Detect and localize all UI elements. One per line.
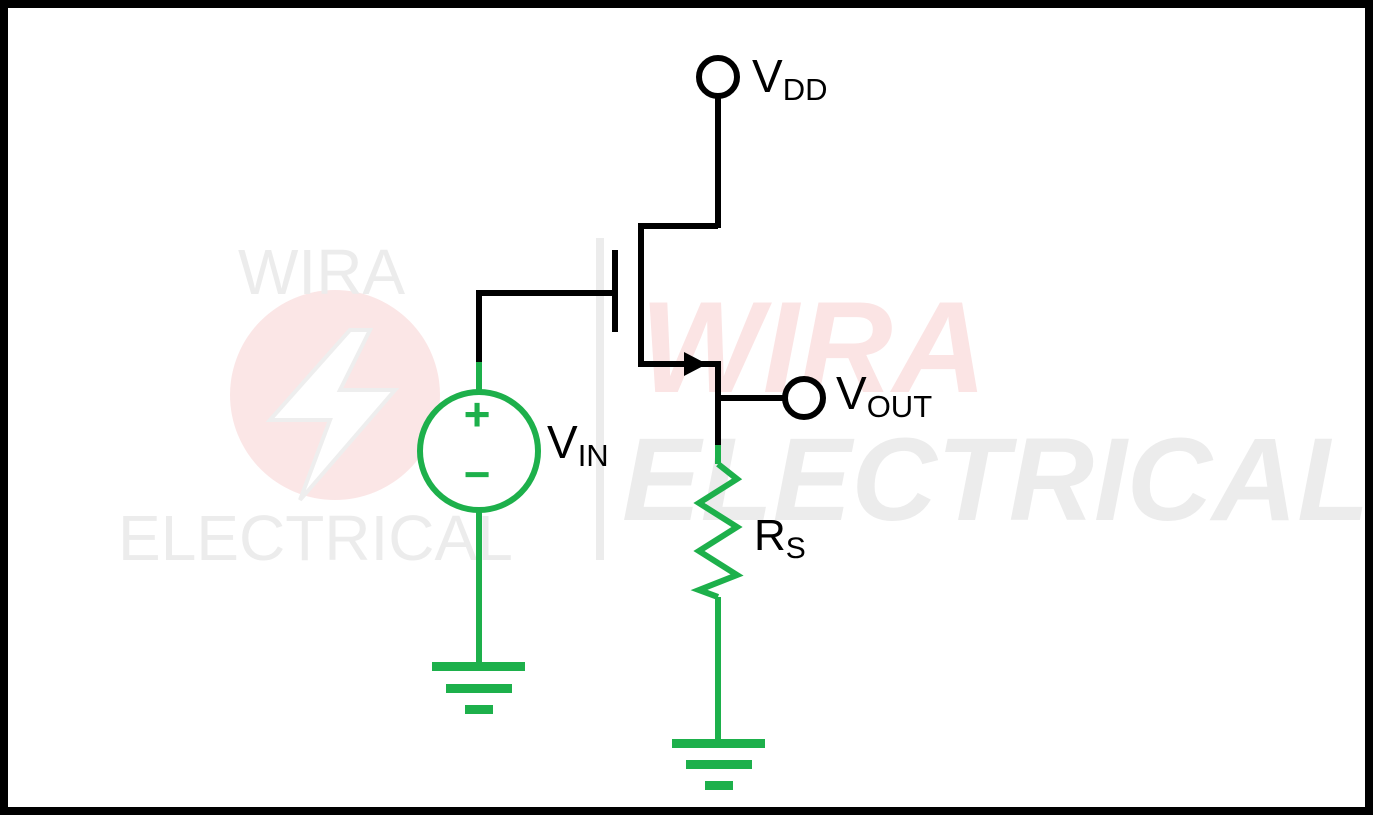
source-arrow-icon — [684, 352, 707, 376]
watermark-bolt-icon — [265, 328, 400, 502]
vin-minus-symbol: − — [464, 448, 491, 500]
vin-plus-symbol: + — [464, 388, 491, 440]
input-source — [417, 362, 541, 662]
vin-label-sub: IN — [578, 438, 609, 473]
ground-right-icon — [672, 739, 765, 790]
vin-label-main: V — [547, 416, 578, 468]
mosfet-wiring — [476, 98, 783, 445]
watermark-left-bottom: ELECTRICAL — [118, 502, 513, 574]
gate-wire — [476, 290, 615, 362]
vout-terminal — [782, 376, 826, 420]
rs-label: RS — [754, 511, 806, 565]
vdd-label-main: V — [752, 50, 783, 102]
rs-label-main: R — [754, 511, 786, 560]
vdd-terminal — [696, 55, 740, 99]
vdd-label-sub: DD — [783, 72, 828, 107]
ground-left-icon — [432, 662, 525, 714]
source-resistor — [690, 445, 744, 740]
drain-wire — [638, 223, 721, 445]
vout-label-main: V — [836, 367, 867, 419]
watermark: WIRA ELECTRICAL WIRA ELECTRICAL — [118, 236, 1369, 574]
resistor-zigzag — [690, 461, 744, 600]
vout-label: VOUT — [836, 367, 932, 424]
vout-label-sub: OUT — [867, 389, 933, 424]
watermark-right-bottom: ELECTRICAL — [622, 414, 1369, 546]
watermark-left-top: WIRA — [238, 236, 405, 308]
rs-label-sub: S — [786, 532, 806, 565]
vdd-label: VDD — [752, 50, 827, 107]
vin-label: VIN — [547, 416, 609, 473]
